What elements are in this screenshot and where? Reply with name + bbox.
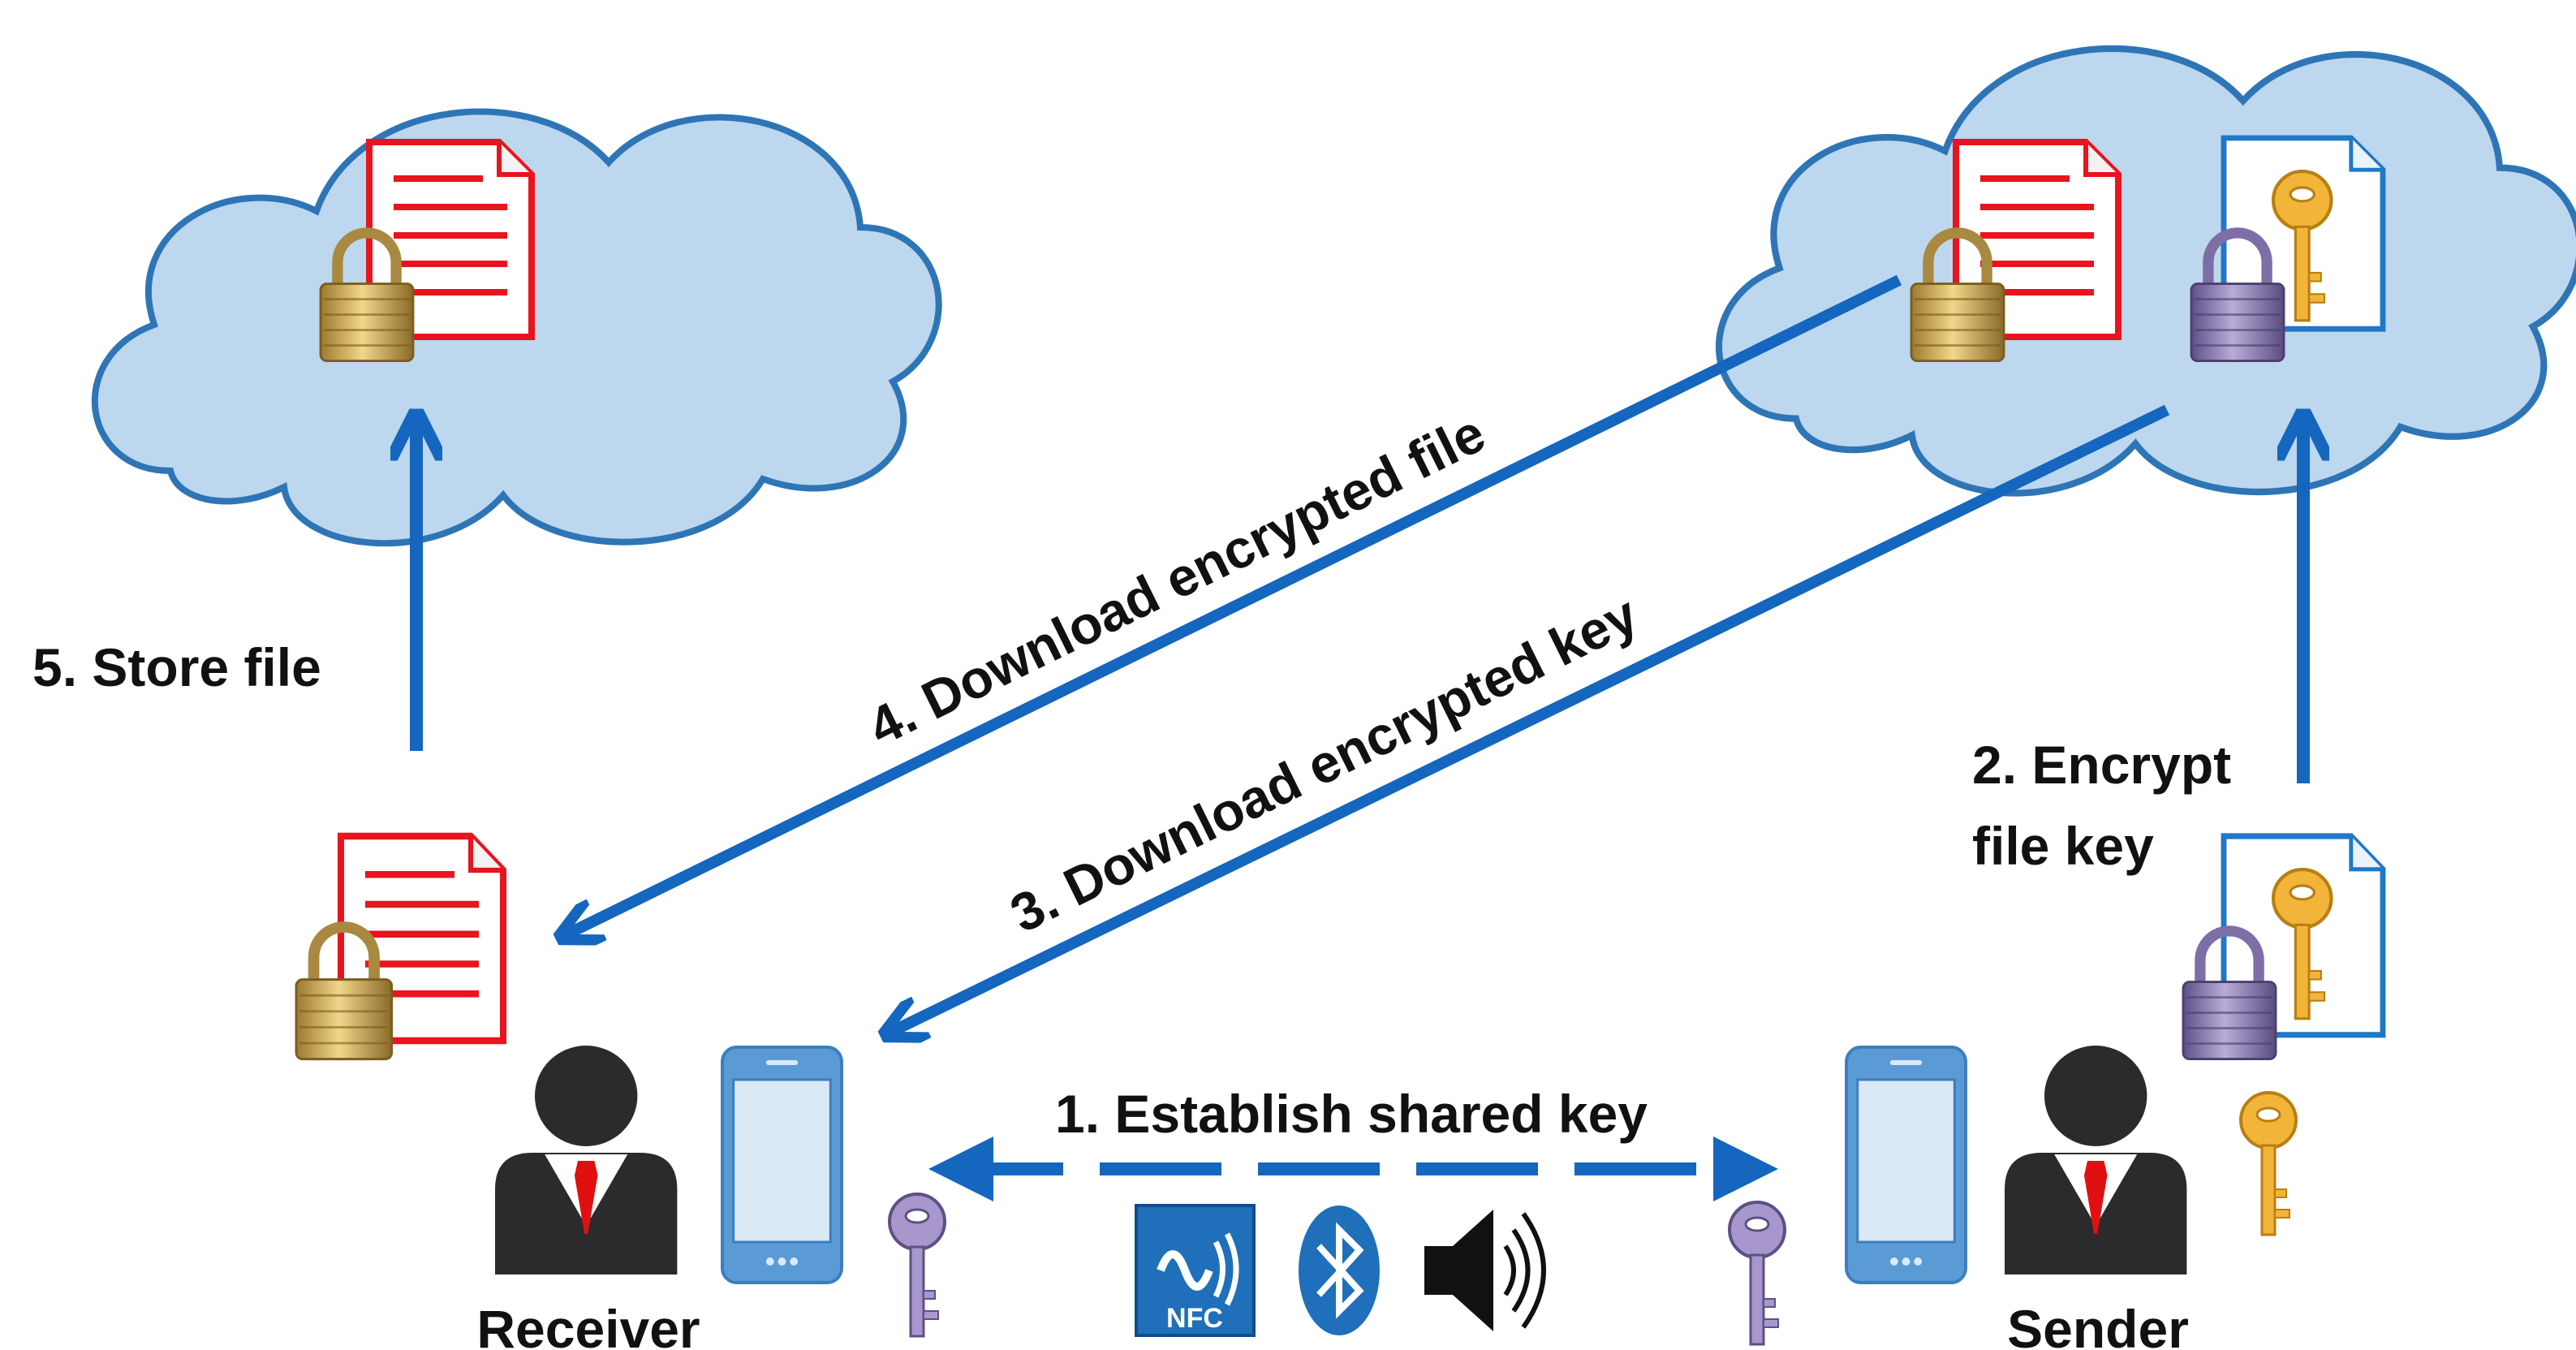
step-2-label-line2: file key [1972, 816, 2154, 876]
sender-label: Sender [2007, 1299, 2189, 1350]
step-1-label: 1. Establish shared key [1055, 1084, 1648, 1144]
step-2-label-line1: 2. Encrypt [1972, 735, 2231, 795]
receiver-phone-icon [721, 1046, 843, 1284]
sender-person-icon [2005, 1046, 2187, 1275]
download-key-arrow [885, 404, 2170, 1035]
speaker-icon [1424, 1210, 1546, 1331]
step-5-label: 5. Store file [32, 637, 321, 697]
nfc-label: NFC [1166, 1303, 1223, 1334]
receiver-encrypted-document-icon [296, 836, 503, 1059]
sender-encrypted-key-icon [2183, 836, 2383, 1059]
download-file-arrow [560, 274, 1902, 938]
receiver-label: Receiver [476, 1299, 700, 1350]
nfc-icon: NFC [1135, 1204, 1256, 1337]
bluetooth-icon [1299, 1206, 1380, 1335]
sender-phone-icon [1845, 1046, 1967, 1284]
sender-file-key-icon [2239, 1091, 2298, 1236]
receiver-person-icon [495, 1046, 678, 1275]
receiver-shared-key-icon [888, 1193, 946, 1338]
sender-shared-key-icon [1728, 1201, 1786, 1346]
right-cloud-icon [1719, 49, 2576, 494]
